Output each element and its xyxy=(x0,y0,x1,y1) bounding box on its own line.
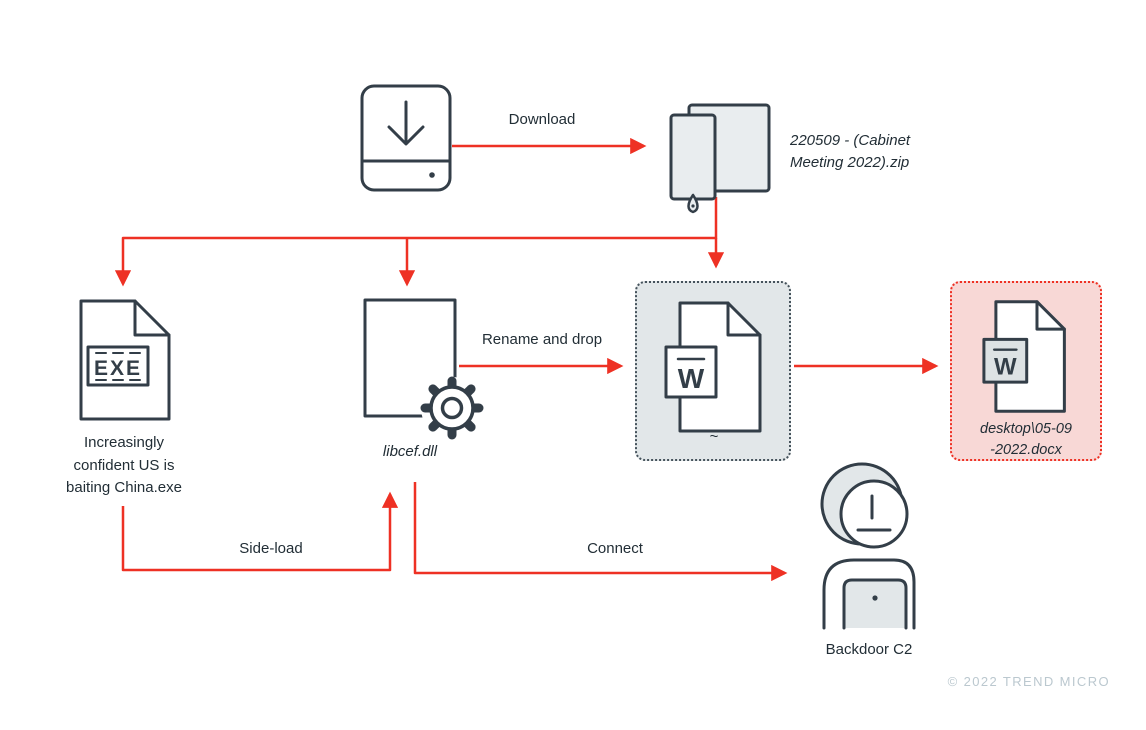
dropped-doc-tilde: ~ xyxy=(709,428,719,445)
edge-zip-to-exe xyxy=(114,197,718,287)
copyright-text: © 2022 TREND MICRO xyxy=(947,674,1110,689)
zip-filename-line1: 220509 - (Cabinet xyxy=(790,132,911,149)
zip-archive-icon xyxy=(669,103,771,214)
edge-label-connect: Connect xyxy=(587,540,643,557)
backdoor-c2-label: Backdoor C2 xyxy=(825,641,913,658)
zip-filename-line2: Meeting 2022).zip xyxy=(790,154,910,171)
exe-filename-line2: confident US is xyxy=(73,456,175,474)
exe-filename-line1: Increasingly xyxy=(83,434,165,451)
edge-label-download: Download xyxy=(508,111,576,128)
word-letter: W xyxy=(994,353,1017,380)
exe-filename-line3: baiting China.exe xyxy=(66,479,182,496)
exe-file-icon: EXE xyxy=(79,299,171,421)
gear-icon xyxy=(420,376,484,440)
word-doc-icon: W xyxy=(982,300,1066,413)
word-letter: W xyxy=(678,363,705,394)
word-doc-icon: W xyxy=(664,301,762,433)
download-icon xyxy=(360,84,452,192)
edge-label-rename-and-drop: Rename and drop xyxy=(481,331,603,348)
exe-filename: Increasingly confident US is baiting Chi… xyxy=(66,432,182,500)
dll-gear-icon xyxy=(363,298,484,440)
final-doc-filename-line2: -2022.docx xyxy=(990,442,1062,458)
zip-filename: 220509 - (Cabinet Meeting 2022).zip xyxy=(790,130,910,174)
hacker-icon xyxy=(820,462,916,630)
final-doc-filename-line1: desktop\05-09 xyxy=(980,421,1072,437)
final-doc-filename: desktop\05-09 -2022.docx xyxy=(980,419,1072,461)
dll-filename: libcef.dll xyxy=(382,443,438,460)
edge-label-side-load: Side-load xyxy=(239,540,303,557)
exe-icon-text: EXE xyxy=(94,357,142,380)
